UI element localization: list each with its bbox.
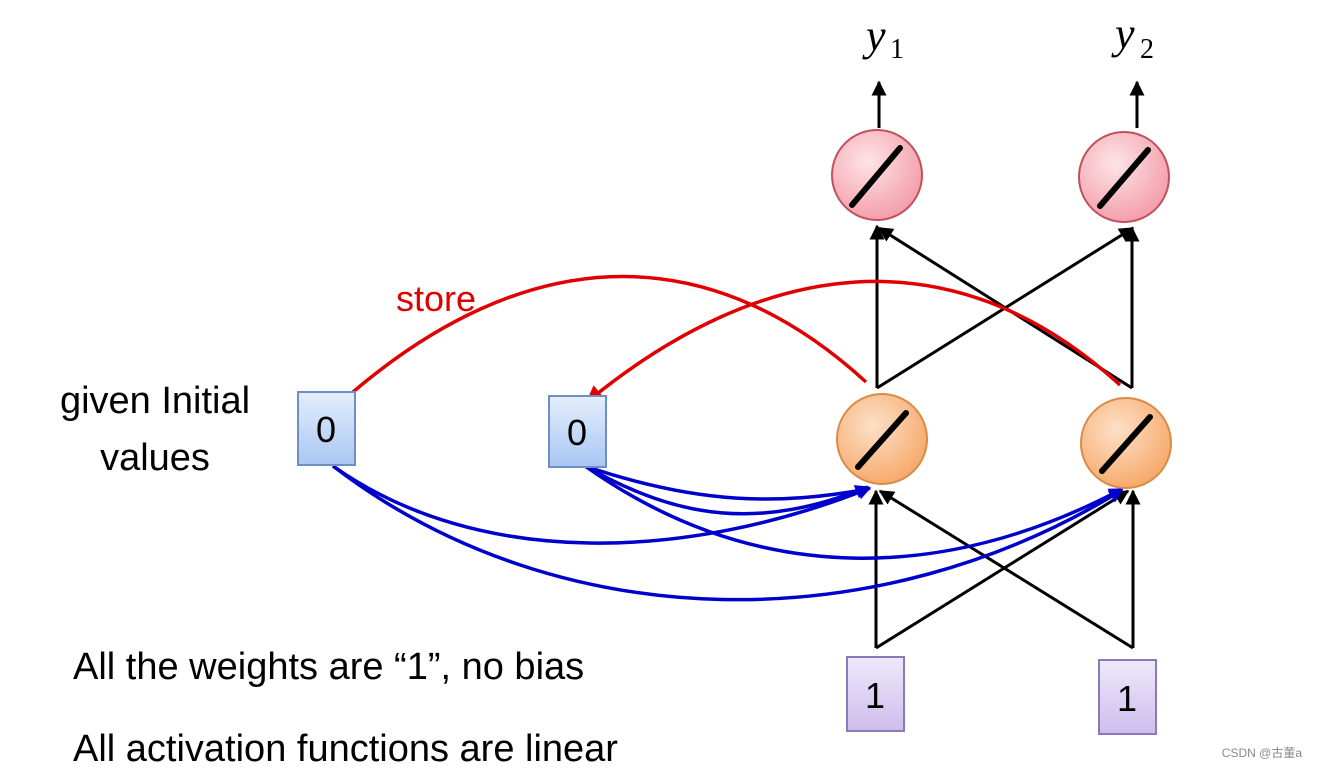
feedback-m1-h2 [331, 464, 1124, 602]
memory-cell-2: 0 [548, 395, 607, 468]
input-box-1: 1 [846, 656, 905, 732]
given-initial-label: given Initial [60, 380, 250, 422]
output-node-1 [831, 129, 923, 221]
y2-symbol: y [1111, 9, 1135, 58]
feedback-m2-h2 [583, 464, 1124, 560]
y2-subscript: 2 [1140, 34, 1154, 65]
feedback-m2-h1 [584, 464, 870, 516]
watermark: CSDN @古董a [1222, 745, 1303, 760]
activation-note: All activation functions are linear [73, 728, 618, 769]
hidden-node-2 [1080, 397, 1172, 489]
given-values-label: values [100, 437, 210, 479]
memory-cell-1-value: 0 [316, 409, 336, 450]
output-label-y1: y 1 [862, 11, 904, 65]
y1-symbol: y [862, 11, 886, 60]
output-node-2 [1078, 131, 1170, 223]
input-box-2-value: 1 [1117, 678, 1137, 719]
input-box-1-value: 1 [865, 675, 885, 716]
edge-x1-h2 [875, 489, 1130, 650]
memory-cell-2-value: 0 [567, 412, 587, 453]
feedback-m1-h1 [331, 464, 872, 545]
feedback-arrows [331, 464, 1124, 602]
store-arrows [351, 274, 1122, 404]
store-curve-mem1 [351, 274, 868, 394]
feedback-m2-h1b [584, 464, 869, 501]
y1-subscript: 1 [890, 34, 904, 65]
edge-x2-h1 [878, 489, 1134, 650]
memory-cell-1: 0 [297, 391, 356, 466]
input-box-2: 1 [1098, 659, 1157, 735]
weights-note: All the weights are “1”, no bias [73, 646, 584, 688]
store-curve-mem2 [585, 279, 1122, 404]
output-label-y2: y 2 [1111, 9, 1154, 65]
hidden-node-1 [836, 393, 928, 485]
store-label: store [396, 278, 476, 319]
